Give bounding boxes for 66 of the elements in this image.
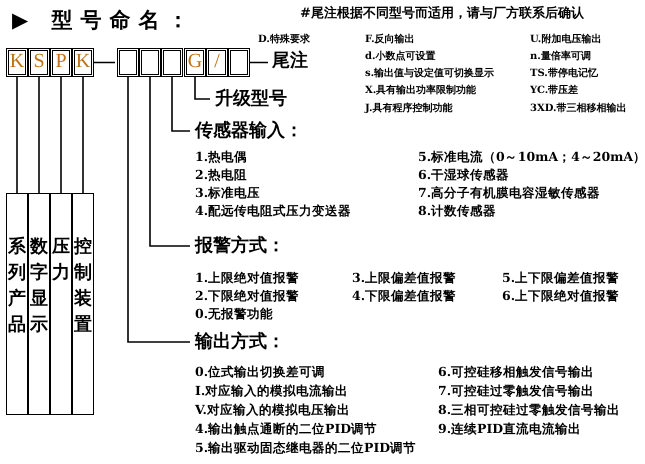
option-text: V.对应输入的模拟电压输出	[195, 402, 350, 417]
heading-text: 输出方式：	[195, 332, 285, 352]
code-box: /	[208, 50, 226, 75]
option-text: 5.上下限偏差值报警	[502, 270, 620, 285]
code-box: S	[30, 50, 48, 75]
suffix-option: U.附加电压输出	[530, 32, 602, 47]
connector-line	[149, 77, 190, 247]
suffix-option: F.反向输出	[365, 32, 415, 47]
heading-text: 升级型号	[215, 89, 287, 109]
suffix-option: d.小数点可设置	[365, 49, 436, 64]
option-text: 3.上限偏差值报警	[352, 270, 456, 285]
option-text: 1.热电偶	[195, 149, 248, 164]
suffix-option: 3XD.带三相移相输出	[530, 101, 627, 116]
code-box: G	[186, 50, 204, 75]
connector-line	[127, 77, 190, 343]
suffix-option: J.具有程序控制功能	[365, 101, 452, 116]
suffix-option: X.具有输出功率限制功能	[365, 83, 476, 98]
meaning-box: 控制装置	[72, 193, 94, 415]
connector-line	[16, 77, 18, 193]
heading-text: 尾注	[272, 51, 308, 71]
option-text: 1.上限绝对值报警	[195, 270, 300, 285]
suffix-option: D.特殊要求	[258, 32, 310, 47]
option-text: 7.高分子有机膜电容湿敏传感器	[418, 185, 600, 200]
connector-line	[94, 62, 115, 64]
code-box: K	[74, 50, 92, 75]
meaning-box: 压力	[50, 193, 72, 415]
connector-line	[82, 77, 84, 193]
connector-line	[194, 77, 210, 100]
option-text: 3.标准电压	[195, 185, 260, 200]
option-text: 2.热电阻	[195, 167, 248, 182]
option-text: 4.输出触点通断的二位PID调节	[195, 421, 378, 436]
blank-code-box	[230, 50, 248, 75]
meaning-box: 系列产品	[6, 193, 28, 415]
note-text: #尾注根据不同型号而适用，请与厂方联系后确认	[300, 6, 584, 21]
option-text: 6.上下限绝对值报警	[502, 288, 620, 303]
option-text: 4.配远传电阻式压力变送器	[195, 203, 352, 218]
suffix-option: s.输出值与设定值可切换显示	[365, 66, 494, 81]
title: ▶ 型号命名：	[12, 6, 196, 34]
code-box: K	[8, 50, 26, 75]
meaning-box: 数字显示	[28, 193, 50, 415]
option-text: 5.输出驱动固态继电器的二位PID调节	[195, 440, 416, 455]
option-text: I.对应输入的模拟电流输出	[195, 383, 348, 398]
option-text: 4.下限偏差值报警	[352, 288, 456, 303]
option-text: 7.可控硅过零触发信号输出	[438, 383, 594, 398]
suffix-option: n.量倍率可调	[530, 49, 591, 64]
option-text: 8.计数传感器	[418, 203, 496, 218]
option-text: 5.标准电流（0～10mA；4～20mA）	[418, 149, 645, 164]
code-box: P	[52, 50, 70, 75]
suffix-option: YC.带压差	[530, 83, 578, 98]
option-text: 6.可控硅移相触发信号输出	[438, 364, 594, 379]
connector-line	[38, 77, 40, 193]
suffix-option: TS.带停电记忆	[530, 66, 598, 81]
option-text: 0.无报警功能	[195, 306, 274, 321]
heading-text: 传感器输入：	[195, 121, 303, 141]
option-text: 0.位式输出切换差可调	[195, 364, 326, 379]
heading-text: 报警方式：	[195, 236, 285, 256]
option-text: 6.干湿球传感器	[418, 167, 510, 182]
blank-code-box	[119, 50, 137, 75]
option-text: 2.下限绝对值报警	[195, 288, 300, 303]
blank-code-box	[163, 50, 181, 75]
blank-code-box	[141, 50, 159, 75]
connector-line	[60, 77, 62, 193]
option-text: 8.三相可控硅过零触发信号输出	[438, 402, 620, 417]
connector-line	[171, 77, 190, 132]
connector-line	[250, 62, 268, 64]
option-text: 9.连续PID直流电流输出	[438, 421, 582, 436]
